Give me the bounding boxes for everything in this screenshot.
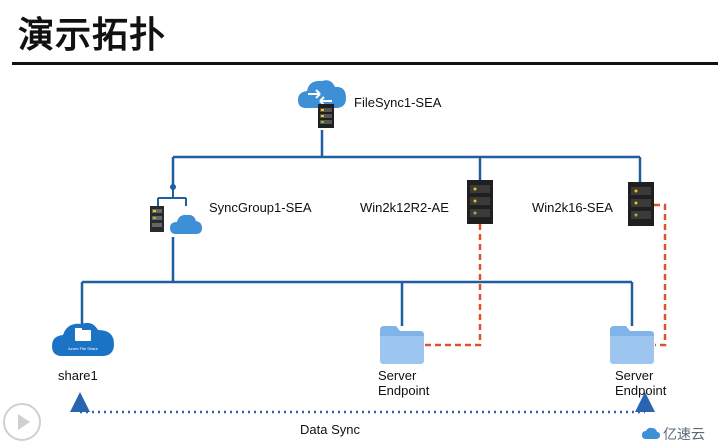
server-b-icon: [628, 182, 654, 226]
endpoint-a-folder-icon: [380, 326, 424, 364]
file-share-cloud-icon: Azure File Share: [52, 322, 114, 356]
sync-group-icon: [150, 184, 202, 234]
watermark-text: 亿速云: [663, 426, 705, 442]
endpoint-a-label: Server Endpoint: [378, 368, 430, 398]
watermark: 亿速云: [642, 424, 705, 444]
lower-connector-lines: [80, 237, 634, 326]
server-endpoint-links: [425, 203, 667, 347]
endpoint-b-folder-icon: [610, 326, 654, 364]
data-sync-line: [70, 392, 655, 414]
play-icon[interactable]: [0, 400, 44, 444]
storage-sync-service-label: FileSync1-SEA: [354, 95, 442, 110]
title-rule: [12, 62, 718, 65]
server-b-label: Win2k16-SEA: [532, 200, 613, 215]
sync-group-label: SyncGroup1-SEA: [209, 200, 312, 215]
share-label: share1: [58, 368, 98, 383]
storage-sync-cloud-icon: [298, 80, 346, 108]
storage-sync-server-icon: [318, 104, 334, 128]
upper-connector-lines: [171, 130, 642, 187]
file-share-caption: Azure File Share: [68, 346, 99, 351]
server-a-icon: [467, 180, 493, 224]
data-sync-label: Data Sync: [300, 422, 360, 437]
watermark-logo-icon: [642, 427, 660, 439]
server-a-label: Win2k12R2-AE: [360, 200, 449, 215]
page-title: 演示拓扑: [18, 15, 167, 56]
endpoint-b-label: Server Endpoint: [615, 368, 667, 398]
